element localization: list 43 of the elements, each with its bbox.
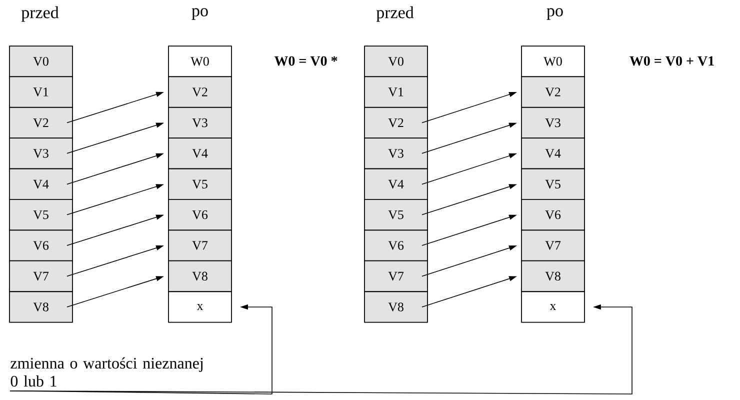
register-cell: V5 [9, 199, 73, 231]
register-cell: V2 [521, 76, 585, 108]
register-cell: V7 [521, 230, 585, 262]
register-cell: V2 [9, 107, 73, 139]
register-cell: V1 [364, 76, 428, 108]
column-heading: po [192, 8, 208, 20]
register-cell: V8 [521, 260, 585, 292]
register-cell: x [521, 291, 585, 323]
register-cell: V0 [9, 46, 73, 78]
register-cell: V4 [521, 138, 585, 170]
register-cell: V4 [364, 168, 428, 200]
register-cell: V6 [9, 230, 73, 262]
register-cell: V3 [9, 138, 73, 170]
register-cell: V8 [168, 260, 232, 292]
register-cell: V5 [521, 168, 585, 200]
register-cell: W0 [521, 46, 585, 78]
formula-text: W0 = V0 * [274, 56, 338, 66]
register-cell: V3 [364, 138, 428, 170]
register-cell: V5 [364, 199, 428, 231]
register-cell: V4 [9, 168, 73, 200]
register-cell: V3 [521, 107, 585, 139]
register-cell: V0 [364, 46, 428, 78]
register-cell: V1 [9, 76, 73, 108]
register-cell: V7 [9, 260, 73, 292]
register-cell: V6 [364, 230, 428, 262]
column-heading: po [546, 8, 563, 20]
register-cell: V2 [168, 76, 232, 108]
formula-text: W0 = V0 + V1 [630, 56, 714, 66]
register-cell: V4 [168, 138, 232, 170]
register-cell: V5 [168, 168, 232, 200]
register-cell: W0 [168, 46, 232, 78]
register-cell: V8 [364, 291, 428, 323]
register-cell: V6 [521, 199, 585, 231]
register-cell: V2 [364, 107, 428, 139]
register-cell: x [168, 291, 232, 323]
register-cell: V3 [168, 107, 232, 139]
register-cell: V7 [364, 260, 428, 292]
note-text: zmienna o wartości nieznanej 0 lub 1 [10, 357, 203, 387]
column-heading: przed [376, 6, 414, 22]
register-cell: V8 [9, 291, 73, 323]
register-cell: V7 [168, 230, 232, 262]
register-cell: V6 [168, 199, 232, 231]
column-heading: przed [21, 6, 59, 22]
